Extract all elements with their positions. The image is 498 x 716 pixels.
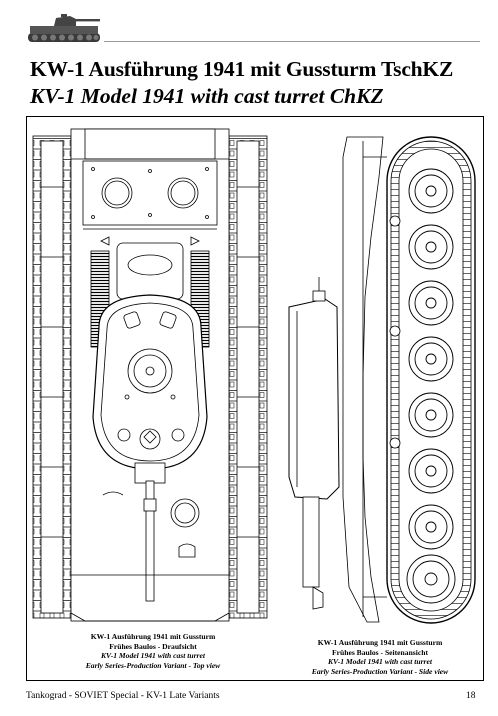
page-title-english: KV-1 Model 1941 with cast turret ChKZ	[30, 84, 384, 108]
caption-side-view: KW-1 Ausführung 1941 mit Gussturm Frühes…	[290, 638, 470, 676]
drawings-area	[32, 128, 476, 624]
caption-side-line2: Frühes Baulos - Seitenansicht	[332, 647, 428, 657]
page-number: 18	[466, 691, 476, 701]
header-rule	[104, 41, 480, 42]
top-view-drawing	[32, 128, 268, 622]
page-title-german: KW-1 Ausführung 1941 mit Gussturm TschKZ	[30, 57, 454, 81]
caption-side-line4: Early Series-Production Variant - Side v…	[311, 666, 449, 676]
caption-top-line3: KV-1 Model 1941 with cast turret	[100, 651, 205, 661]
side-view-drawing	[288, 136, 476, 624]
caption-top-line4: Early Series-Production Variant - Top vi…	[85, 660, 221, 670]
caption-side-line3: KV-1 Model 1941 with cast turret	[327, 657, 432, 667]
footer-text: Tankograd - SOVIET Special - KV-1 Late V…	[26, 691, 220, 701]
caption-side-line1: KW-1 Ausführung 1941 mit Gussturm	[317, 638, 443, 647]
drawing-frame	[26, 116, 484, 681]
caption-top-view: KW-1 Ausführung 1941 mit Gussturm Frühes…	[58, 632, 248, 670]
caption-top-line2: Frühes Baulos - Draufsicht	[109, 641, 197, 651]
header-tank-icon	[28, 14, 100, 42]
caption-top-line1: KW-1 Ausführung 1941 mit Gussturm	[90, 632, 216, 641]
